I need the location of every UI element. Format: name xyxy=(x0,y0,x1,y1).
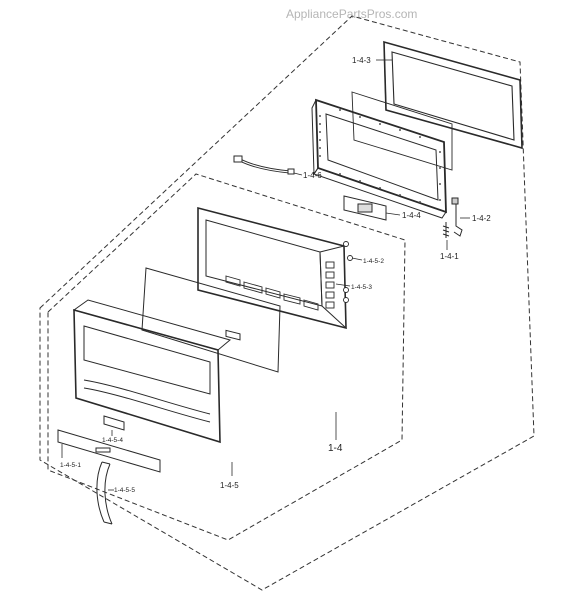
part-spring-1-4-1 xyxy=(442,222,450,238)
part-door-frame-1-4-3 xyxy=(383,40,523,150)
assembly-boundary-1-4-5 xyxy=(47,173,406,541)
panel-screws xyxy=(343,241,353,303)
callout-1-4-5-2: 1-4-5-2 xyxy=(363,258,384,265)
leader-1-4-6 xyxy=(293,172,303,176)
part-control-bar-1-4-5-1 xyxy=(57,429,161,473)
callout-1-4-4: 1-4-4 xyxy=(402,211,421,220)
leader-1-4-5-3 xyxy=(335,283,351,287)
callout-1-4-2: 1-4-2 xyxy=(472,214,491,223)
part-display-window-1-4-5-4 xyxy=(103,415,125,431)
callout-1-4-5: 1-4-5 xyxy=(220,481,239,490)
callout-1-4-6: 1-4-6 xyxy=(303,171,322,180)
callout-1-4-5-5: 1-4-5-5 xyxy=(114,487,135,494)
part-door-front-panel xyxy=(72,299,232,444)
part-door-choke-frame xyxy=(311,98,447,219)
part-glass-pane xyxy=(351,91,453,171)
callout-1-4: 1-4 xyxy=(328,443,343,454)
callout-1-4-1: 1-4-1 xyxy=(440,252,459,261)
assembly-boundary-1-4 xyxy=(39,15,535,591)
watermark-text: AppliancePartsPros.com xyxy=(286,7,417,21)
callout-1-4-5-3: 1-4-5-3 xyxy=(351,284,372,291)
callout-1-4-5-1: 1-4-5-1 xyxy=(60,462,81,469)
part-hook-lever-1-4-2 xyxy=(451,197,463,237)
part-window-sheet xyxy=(141,267,281,373)
part-latch-bracket-1-4-4 xyxy=(343,195,387,221)
leader-1-4-4 xyxy=(385,212,401,216)
leader-1-4-5-2 xyxy=(351,257,363,261)
callout-1-4-3: 1-4-3 xyxy=(352,56,371,65)
control-buttons-cluster xyxy=(225,261,335,311)
callout-1-4-5-4: 1-4-5-4 xyxy=(102,437,123,444)
perforation-pattern xyxy=(319,109,441,203)
part-wire-harness-1-4-6 xyxy=(233,155,295,175)
part-door-inner-panel xyxy=(197,206,347,341)
part-handle-1-4-5-5 xyxy=(96,461,113,525)
